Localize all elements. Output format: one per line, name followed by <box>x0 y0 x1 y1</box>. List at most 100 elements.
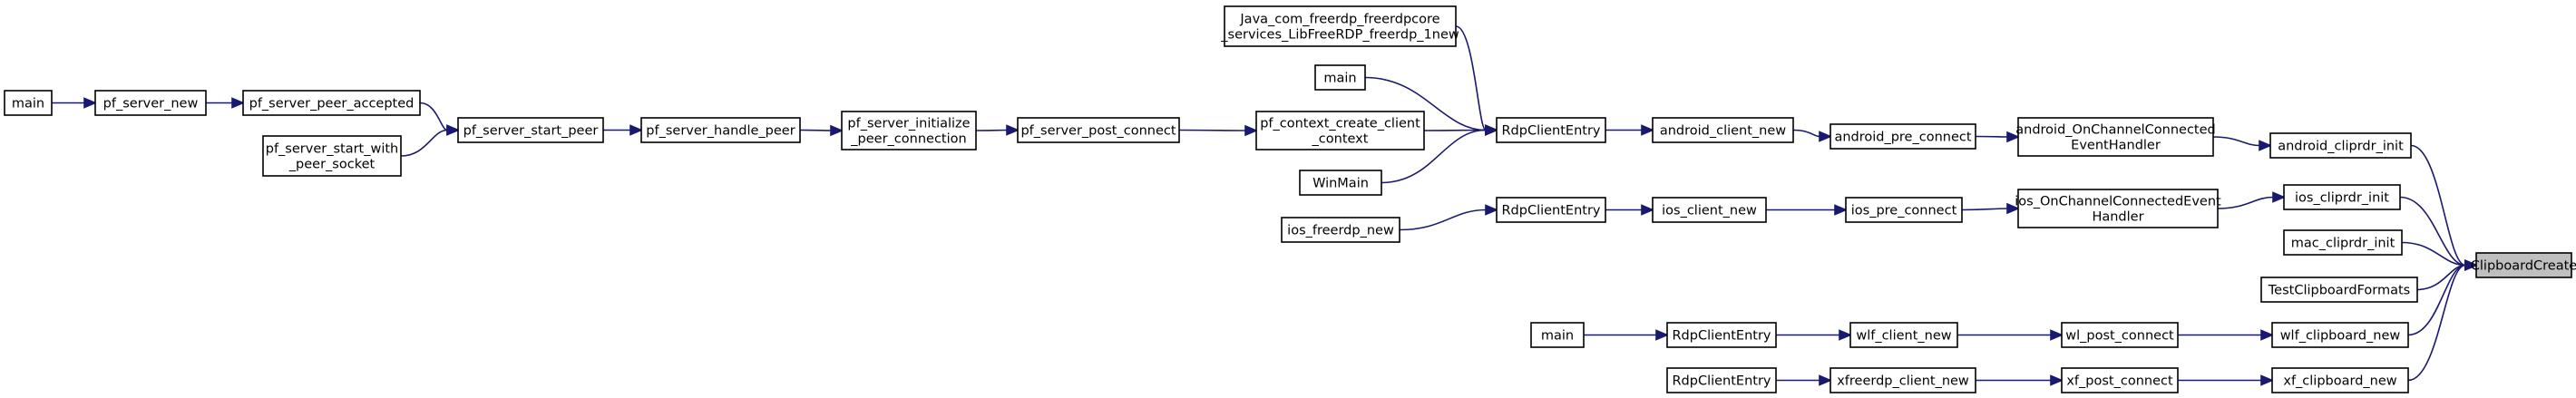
edge-ios-client-new-to-ios-pre-connect <box>1766 204 1849 216</box>
node-java-com-freerdp[interactable]: Java_com_freerdp_freerdpcore_services_Li… <box>1220 5 1459 47</box>
node-main2[interactable]: main <box>1314 64 1366 91</box>
edge-line <box>2399 196 2466 267</box>
node-label: wlf_client_new <box>1856 329 1951 344</box>
node-wlf-client-new[interactable]: wlf_client_new <box>1849 322 1958 348</box>
edge-xfreerdp-client-new-to-xf-post-connect <box>1976 374 2064 386</box>
edge-line <box>1364 76 1487 131</box>
node-xf-clipboard-new[interactable]: xf_clipboard_new <box>2271 367 2409 393</box>
edge-main3-to-rdpclient-wlf <box>1584 329 1670 341</box>
node-pf-server-handle-peer[interactable]: pf_server_handle_peer <box>640 117 801 143</box>
node-box <box>262 135 402 177</box>
node-box <box>2269 132 2412 159</box>
node-label: xf_post_connect <box>2066 374 2173 389</box>
node-winmain[interactable]: WinMain <box>1299 170 1382 196</box>
node-box <box>1849 322 1958 348</box>
nodes-layer: main pf_server_new pf_server_peer_accepted… <box>4 5 2576 393</box>
node-label: Java_com_freerdp_freerdpcore <box>1239 13 1439 27</box>
edge-arrowhead <box>231 97 246 109</box>
node-label: android_cliprdr_init <box>2278 140 2404 154</box>
edge-arrowhead <box>2272 191 2287 203</box>
node-box <box>2283 229 2403 256</box>
node-wlf-clipboard-new[interactable]: wlf_clipboard_new <box>2271 322 2409 348</box>
edge-arrowhead <box>1485 124 1499 136</box>
node-wl-post-connect[interactable]: wl_post_connect <box>2061 322 2179 348</box>
node-ios-pre-connect[interactable]: ios_pre_connect <box>1845 197 1963 223</box>
node-box <box>2271 322 2409 348</box>
node-label: ios_cliprdr_init <box>2295 191 2389 206</box>
edge-rdpclient-wlf-to-wlf-client-new <box>1776 329 1853 341</box>
edge-android-onchannelconnected-to-android-cliprdr-init <box>2212 136 2273 151</box>
node-box <box>2061 322 2179 348</box>
node-pf-server-post-connect[interactable]: pf_server_post_connect <box>1017 117 1180 143</box>
edge-pf-server-handle-peer-to-pf-server-initialize-peer-connection <box>799 124 844 137</box>
node-box <box>457 117 604 143</box>
edge-line <box>1399 209 1487 231</box>
node-rdpclient-android[interactable]: RdpClientEntry <box>1496 117 1606 143</box>
node-box <box>1652 117 1794 143</box>
edge-line <box>2407 264 2466 382</box>
edge-arrowhead <box>2006 131 2021 143</box>
edge-pf-server-post-connect-to-pf-context-create-client-context <box>1178 124 1259 137</box>
node-xfreerdp-client-new[interactable]: xfreerdp_client_new <box>1830 367 1976 393</box>
node-box <box>2260 277 2418 303</box>
node-android-pre-connect[interactable]: android_pre_connect <box>1830 123 1976 150</box>
node-rdpclient-ios[interactable]: RdpClientEntry <box>1496 197 1606 223</box>
node-pf-context-create-client-context[interactable]: pf_context_create_client_context <box>1255 111 1425 150</box>
node-ios-client-new[interactable]: ios_client_new <box>1652 197 1767 223</box>
node-box <box>1845 197 1963 223</box>
node-label: RdpClientEntry <box>1672 329 1771 344</box>
node-rdpclient-xf[interactable]: RdpClientEntry <box>1666 367 1777 393</box>
node-clipboardcreate[interactable]: ClipboardCreate <box>2471 252 2576 278</box>
edge-rdpclient-ios-to-ios-client-new <box>1605 204 1655 216</box>
edge-arrowhead <box>446 124 461 136</box>
node-mac-cliprdr-init[interactable]: mac_cliprdr_init <box>2283 229 2403 256</box>
edge-line <box>1975 135 2008 138</box>
node-box <box>1652 197 1767 223</box>
edge-pf-server-start-peer-to-pf-server-handle-peer <box>603 124 644 136</box>
edge-ios-cliprdr-init-to-clipboardcreate <box>2399 196 2479 271</box>
node-label: _services_LibFreeRDP_freerdp_1new <box>1220 28 1459 43</box>
node-box <box>841 111 977 150</box>
node-rdpclient-wlf[interactable]: RdpClientEntry <box>1666 322 1777 348</box>
node-ios-freerdp-new[interactable]: ios_freerdp_new <box>1281 217 1400 243</box>
edge-ios-onchannelconnected-to-ios-cliprdr-init <box>2217 191 2287 209</box>
node-label: RdpClientEntry <box>1672 374 1771 389</box>
edge-android-client-new-to-android-pre-connect <box>1792 129 1833 142</box>
edge-winmain-to-rdpclient-android <box>1381 124 1499 184</box>
node-label: xfreerdp_client_new <box>1837 374 1969 389</box>
edge-arrowhead <box>1641 124 1655 136</box>
edge-arrowhead <box>2050 329 2064 341</box>
node-box <box>1314 64 1366 91</box>
node-box <box>1830 123 1976 150</box>
node-ios-cliprdr-init[interactable]: ios_cliprdr_init <box>2283 184 2401 210</box>
node-xf-post-connect[interactable]: xf_post_connect <box>2061 367 2179 393</box>
node-android-client-new[interactable]: android_client_new <box>1652 117 1794 143</box>
node-label: android_OnChannelConnected <box>2015 123 2216 138</box>
node-label: xf_clipboard_new <box>2283 374 2396 389</box>
edge-arrowhead <box>1641 204 1655 216</box>
node-main1[interactable]: main <box>4 90 53 116</box>
edge-arrowhead <box>1006 124 1020 136</box>
edge-arrowhead <box>2260 329 2275 341</box>
node-label: TestClipboardFormats <box>2268 284 2410 298</box>
node-box <box>2475 252 2572 278</box>
edge-line <box>2212 136 2260 147</box>
node-main3[interactable]: main <box>1530 322 1585 348</box>
node-label: mac_cliprdr_init <box>2291 237 2395 251</box>
node-pf-server-initialize-peer-connection[interactable]: pf_server_initialize_peer_connection <box>841 111 977 150</box>
edge-arrowhead <box>1819 374 1833 386</box>
node-pf-server-new[interactable]: pf_server_new <box>94 90 207 116</box>
node-label: _peer_socket <box>288 158 376 172</box>
node-label: _context <box>1312 132 1369 147</box>
node-pf-server-start-peer[interactable]: pf_server_start_peer <box>457 117 604 143</box>
node-android-cliprdr-init[interactable]: android_cliprdr_init <box>2269 132 2412 159</box>
node-testclipboardformats[interactable]: TestClipboardFormats <box>2260 277 2418 303</box>
node-box <box>2271 367 2409 393</box>
edge-main1-to-pf-server-new <box>51 97 98 109</box>
edge-arrowhead <box>83 97 98 109</box>
node-pf-server-start-with-peer-socket[interactable]: pf_server_start_with_peer_socket <box>262 135 402 177</box>
node-label: android_client_new <box>1660 124 1786 139</box>
node-pf-server-peer-accepted[interactable]: pf_server_peer_accepted <box>242 90 421 116</box>
